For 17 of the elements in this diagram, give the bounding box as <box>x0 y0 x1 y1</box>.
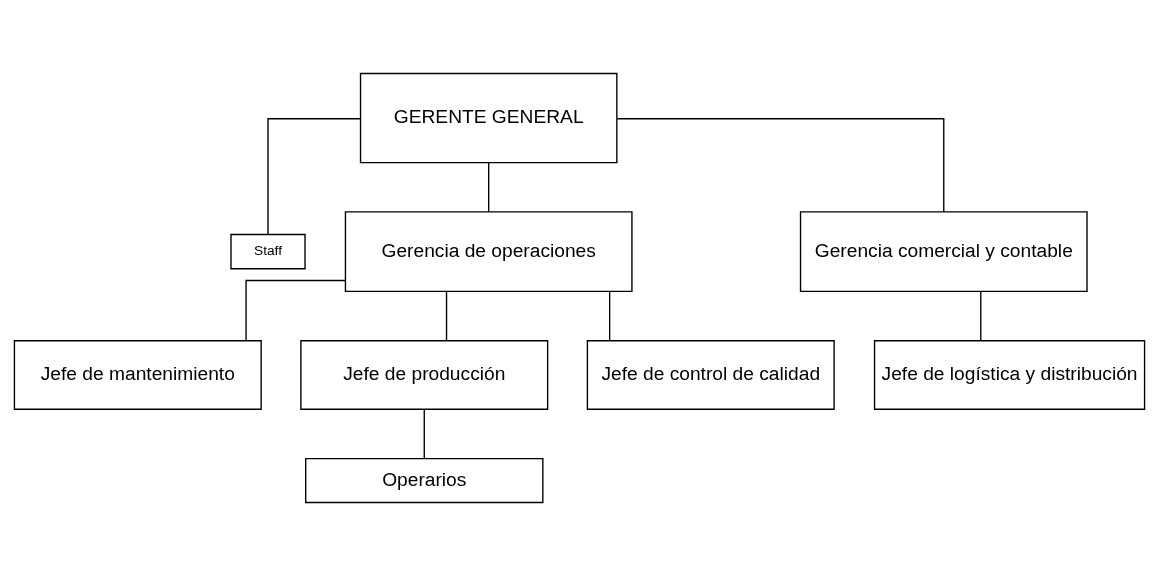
connector <box>245 279 346 341</box>
node-box: Jefe de mantenimiento <box>13 339 262 410</box>
node-box: Jefe de logística y distribución <box>873 339 1146 410</box>
node-box: GERENTE GENERAL <box>359 72 618 163</box>
connector <box>445 290 448 341</box>
node-box: Gerencia comercial y contable <box>799 210 1088 292</box>
connector <box>488 161 490 212</box>
connector <box>423 408 425 459</box>
connector <box>267 117 361 235</box>
node-box: Jefe de control de calidad <box>586 339 835 410</box>
connector <box>616 117 945 212</box>
connector <box>608 290 611 341</box>
node-box: Gerencia de operaciones <box>344 210 633 292</box>
node-box: Staff <box>230 233 306 269</box>
connector <box>980 290 982 341</box>
node-box: Jefe de producción <box>300 339 549 410</box>
node-box: Operarios <box>305 457 544 503</box>
